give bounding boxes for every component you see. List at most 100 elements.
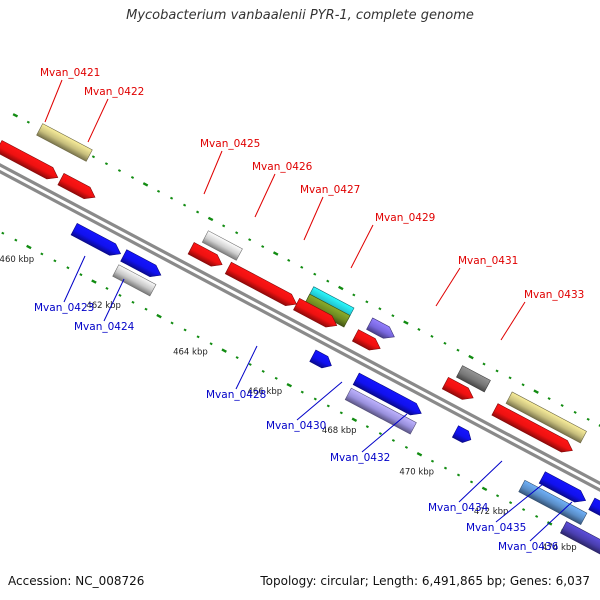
tick-label: 472 kbp	[474, 507, 509, 517]
guide-dot	[235, 356, 239, 360]
gene-feature[interactable]	[505, 391, 587, 444]
gene-label[interactable]: Mvan_0433	[524, 289, 584, 301]
label-leader-line	[63, 255, 86, 303]
guide-dot	[378, 432, 382, 436]
guide-dot	[508, 376, 512, 380]
guide-dot	[1, 231, 5, 235]
gene-feature[interactable]	[36, 123, 93, 162]
gene-label[interactable]: Mvan_0434	[428, 502, 489, 514]
guide-dot	[547, 397, 551, 401]
gene-label[interactable]: Mvan_0425	[200, 138, 260, 150]
guide-dot	[495, 494, 500, 498]
gene-label[interactable]: Mvan_0421	[40, 67, 100, 79]
guide-dot	[130, 176, 135, 179]
gene-label[interactable]: Mvan_0424	[74, 321, 135, 333]
guide-dot	[313, 272, 317, 276]
tick-label: 460 kbp	[0, 255, 34, 265]
gene-label[interactable]: Mvan_0430	[266, 420, 326, 432]
guide-dot	[391, 314, 395, 318]
guide-dot	[248, 362, 252, 366]
gene-label[interactable]: Mvan_0423	[34, 302, 94, 314]
gene-feature[interactable]	[293, 297, 339, 331]
gene-feature[interactable]	[491, 403, 576, 457]
guide-dot	[156, 313, 162, 319]
gene-feature[interactable]	[344, 387, 417, 435]
guide-dot	[91, 155, 96, 159]
guide-dot	[430, 334, 434, 338]
guide-dot	[131, 300, 135, 304]
gene-feature[interactable]	[201, 230, 243, 261]
gene-label[interactable]: Mvan_0422	[84, 86, 144, 98]
guide-dot	[14, 238, 18, 242]
guide-dot	[118, 293, 122, 297]
label-leader-line	[296, 381, 343, 421]
gene-feature[interactable]	[538, 471, 588, 507]
gene-label[interactable]: Mvan_0435	[466, 522, 526, 534]
gene-feature[interactable]	[456, 365, 491, 393]
guide-dot	[261, 369, 265, 373]
guide-dot	[456, 473, 461, 477]
gene-feature[interactable]	[351, 329, 383, 355]
guide-dot	[365, 300, 369, 304]
gene-feature[interactable]	[518, 479, 588, 526]
gene-feature[interactable]	[112, 264, 157, 297]
label-leader-line	[435, 267, 461, 307]
label-leader-line	[458, 460, 503, 503]
gene-feature[interactable]	[224, 261, 299, 310]
guide-dot	[403, 320, 409, 325]
gene-labels[interactable]: Mvan_0421Mvan_0422Mvan_0425Mvan_0426Mvan…	[34, 67, 584, 553]
gene-feature[interactable]	[352, 372, 424, 419]
guide-dot	[338, 285, 344, 291]
gene-label[interactable]: Mvan_0436	[498, 541, 559, 553]
guide-dot	[300, 390, 304, 394]
gene-feature[interactable]	[187, 242, 225, 270]
label-leader-line	[103, 278, 125, 322]
gene-feature[interactable]	[366, 317, 398, 343]
gene-feature[interactable]	[57, 172, 98, 203]
guide-dot	[287, 258, 291, 262]
tick-label: 468 kbp	[322, 426, 357, 436]
gene-feature[interactable]	[70, 222, 124, 259]
guide-dot	[586, 417, 590, 421]
guide-dot	[469, 480, 474, 484]
gene-label[interactable]: Mvan_0429	[375, 212, 435, 224]
guide-dot	[286, 382, 293, 388]
guide-dot	[272, 251, 279, 256]
label-leader-line	[350, 224, 374, 269]
guide-dot	[142, 182, 149, 187]
guide-dot	[170, 321, 174, 325]
label-leader-line	[361, 413, 408, 453]
guide-dot	[378, 307, 382, 311]
guide-dot	[40, 252, 44, 256]
gene-label[interactable]: Mvan_0428	[206, 389, 266, 401]
guide-dot	[443, 341, 447, 345]
tick-label: 466 kbp	[248, 387, 283, 397]
gene-feature[interactable]	[588, 497, 600, 531]
guide-dot	[156, 189, 161, 193]
label-leader-line	[235, 345, 258, 390]
gene-label[interactable]: Mvan_0426	[252, 161, 313, 173]
guide-dot	[235, 231, 239, 235]
gene-feature[interactable]	[120, 249, 164, 281]
guide-dot	[207, 216, 214, 222]
gene-feature[interactable]	[441, 376, 476, 403]
guide-dot	[144, 307, 148, 311]
gene-label[interactable]: Mvan_0431	[458, 255, 518, 267]
gene-feature[interactable]	[560, 521, 600, 565]
guide-dot	[456, 348, 460, 352]
guide-dot	[182, 203, 187, 207]
gene-feature[interactable]	[0, 140, 61, 183]
guide-dot	[391, 438, 395, 442]
guide-dot	[222, 224, 226, 228]
guide-dot	[300, 265, 304, 269]
label-leader-line	[495, 483, 544, 523]
tick-label: 462 kbp	[86, 301, 121, 311]
gene-label[interactable]: Mvan_0432	[330, 452, 390, 464]
guide-dot	[533, 389, 539, 394]
gene-label[interactable]: Mvan_0427	[300, 184, 360, 196]
gene-feature[interactable]	[309, 349, 335, 371]
gene-feature[interactable]	[451, 425, 474, 446]
guide-dot	[66, 266, 70, 270]
